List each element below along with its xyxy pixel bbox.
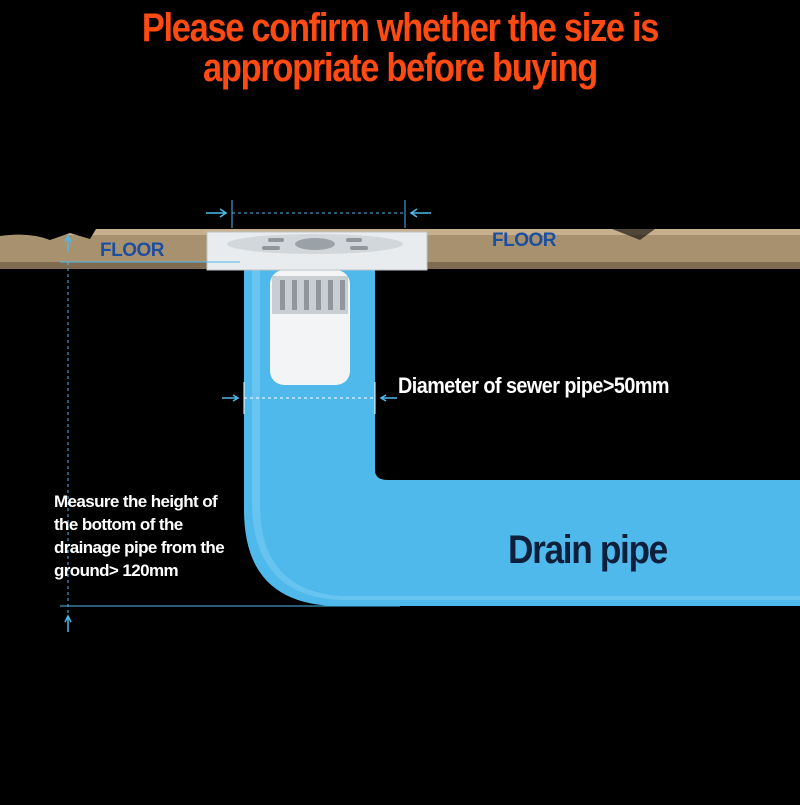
drain-pipe-label: Drain pipe: [508, 528, 668, 572]
height-note-line: the bottom of the: [54, 515, 183, 534]
drain-pipe: [244, 270, 800, 606]
drain-cover: [206, 231, 428, 271]
height-note-line: drainage pipe from the: [54, 538, 225, 557]
headline-line-1: Please confirm whether the size is: [141, 6, 660, 50]
diameter-dimension: [222, 382, 397, 414]
diameter-note: Diameter of sewer pipe>50mm: [398, 373, 670, 398]
height-dimension: [60, 234, 400, 632]
floor-label-left: FLOOR: [100, 240, 165, 261]
height-note-line: Measure the height of: [54, 492, 218, 511]
cover-width-dimension: [206, 200, 431, 228]
height-note-line: ground> 120mm: [54, 561, 179, 580]
strainer: [270, 270, 350, 385]
headline-line-2: appropriate before buying: [203, 46, 598, 90]
height-note: Measure the height of the bottom of the …: [54, 490, 274, 582]
floor-label-right: FLOOR: [492, 230, 557, 251]
